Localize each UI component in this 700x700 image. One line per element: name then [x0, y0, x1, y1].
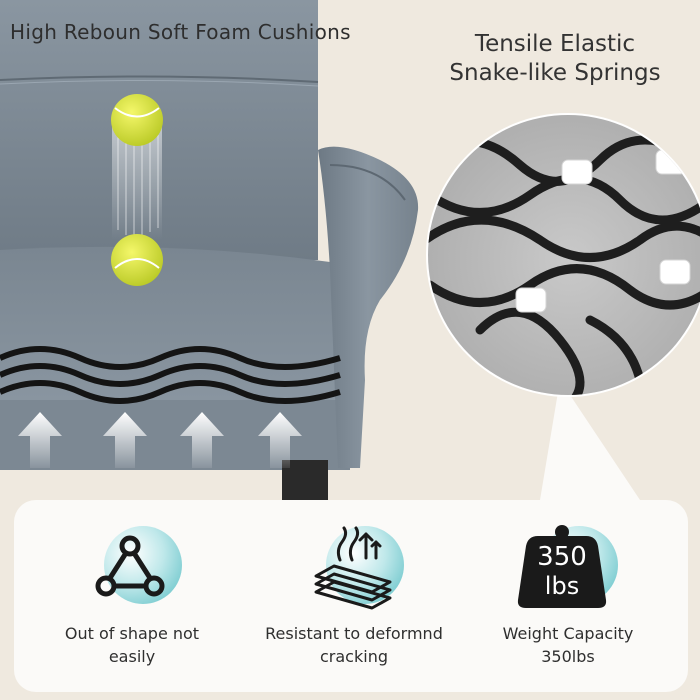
- seat-cushion: [0, 246, 350, 420]
- springs-title-line1: Tensile Elastic: [474, 31, 636, 57]
- weight-badge-bottom: lbs: [544, 572, 580, 600]
- weight-icon: [517, 525, 607, 608]
- feature-label-line2: cracking: [320, 647, 388, 666]
- springs-closeup: [428, 115, 700, 395]
- headline: High Reboun Soft Foam Cushions: [10, 20, 351, 44]
- feature-icon-wrap: 350 lbs: [508, 520, 628, 620]
- feature-label-line1: Resistant to deformnd: [265, 624, 443, 643]
- up-arrows: [18, 412, 302, 468]
- feature-icon-wrap: [72, 520, 192, 620]
- triangle-link-icon: [95, 535, 165, 597]
- springs-title: Tensile Elastic Snake-like Springs: [440, 30, 670, 88]
- tennis-ball: [111, 94, 163, 146]
- feature-weight-capacity: 350 lbs Weight Capacity 350lbs: [468, 520, 668, 668]
- foam-wave-lines: [0, 346, 341, 404]
- feature-icon-wrap: [294, 520, 414, 620]
- sofa-arm: [318, 146, 419, 468]
- weight-badge-top: 350: [537, 542, 587, 572]
- layered-foam-icon: [314, 526, 392, 610]
- feature-label-line1: Weight Capacity: [502, 624, 634, 643]
- feature-crack-resistance: Resistant to deformnd cracking: [254, 520, 454, 668]
- feature-label-line1: Out of shape not: [64, 624, 200, 643]
- feature-label: Weight Capacity 350lbs: [468, 622, 668, 668]
- feature-shape-retention: Out of shape not easily: [32, 520, 232, 668]
- feature-label: Resistant to deformnd cracking: [254, 622, 454, 668]
- springs-title-line2: Snake-like Springs: [449, 60, 661, 86]
- feature-label-line2: easily: [108, 647, 156, 666]
- feature-label-line2: 350lbs: [541, 647, 595, 666]
- feature-label: Out of shape not easily: [32, 622, 232, 668]
